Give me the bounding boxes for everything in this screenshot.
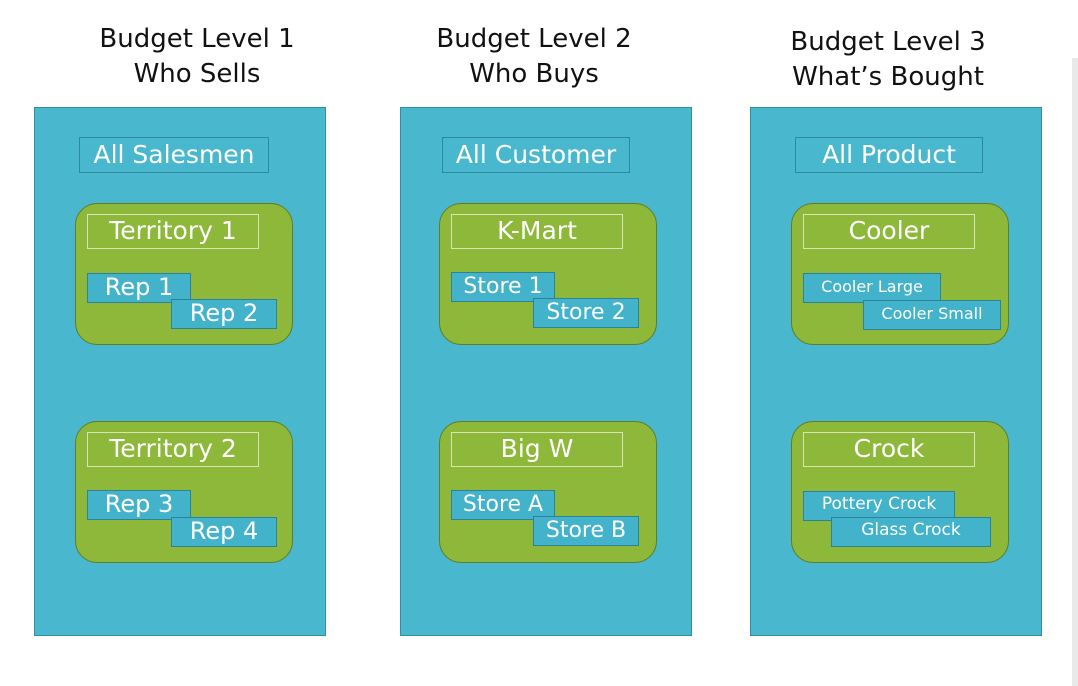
top-level-box: All Salesmen — [79, 137, 269, 173]
heading-line-2: Who Sells — [133, 59, 261, 89]
group-box: K-Mart Store 1 Store 2 — [439, 203, 657, 345]
item-box: Rep 2 — [171, 299, 277, 329]
group-box: Territory 1 Rep 1 Rep 2 — [75, 203, 293, 345]
item-box: Glass Crock — [831, 517, 991, 547]
item-box: Store 2 — [533, 298, 639, 328]
top-level-box: All Customer — [442, 137, 630, 173]
item-box: Cooler Large — [803, 273, 941, 303]
column-heading-level-2: Budget Level 2 Who Buys — [384, 22, 684, 92]
heading-line-1: Budget Level 1 — [99, 24, 295, 54]
heading-line-2: Who Buys — [469, 59, 599, 89]
item-box: Pottery Crock — [803, 491, 955, 521]
item-box: Rep 3 — [87, 490, 191, 520]
item-box: Rep 4 — [171, 517, 277, 547]
group-box: Big W Store A Store B — [439, 421, 657, 563]
heading-line-1: Budget Level 2 — [436, 24, 632, 54]
group-box: Crock Pottery Crock Glass Crock — [791, 421, 1009, 563]
group-title: Crock — [803, 432, 975, 467]
item-box: Rep 1 — [87, 273, 191, 303]
group-box: Territory 2 Rep 3 Rep 4 — [75, 421, 293, 563]
panel-level-3: All Product Cooler Cooler Large Cooler S… — [750, 107, 1042, 636]
column-heading-level-3: Budget Level 3 What’s Bought — [738, 25, 1038, 95]
item-box: Store B — [533, 516, 639, 546]
item-box: Store 1 — [451, 272, 555, 302]
panel-level-2: All Customer K-Mart Store 1 Store 2 Big … — [400, 107, 692, 636]
heading-line-1: Budget Level 3 — [790, 27, 986, 57]
heading-line-2: What’s Bought — [792, 62, 984, 92]
group-title: Territory 1 — [87, 214, 259, 249]
group-title: Big W — [451, 432, 623, 467]
group-title: Cooler — [803, 214, 975, 249]
group-title: Territory 2 — [87, 432, 259, 467]
column-heading-level-1: Budget Level 1 Who Sells — [47, 22, 347, 92]
group-box: Cooler Cooler Large Cooler Small — [791, 203, 1009, 345]
top-level-box: All Product — [795, 137, 983, 173]
group-title: K-Mart — [451, 214, 623, 249]
item-box: Store A — [451, 490, 555, 520]
panel-level-1: All Salesmen Territory 1 Rep 1 Rep 2 Ter… — [34, 107, 326, 636]
item-box: Cooler Small — [863, 300, 1001, 330]
right-edge-rule — [1072, 58, 1078, 686]
